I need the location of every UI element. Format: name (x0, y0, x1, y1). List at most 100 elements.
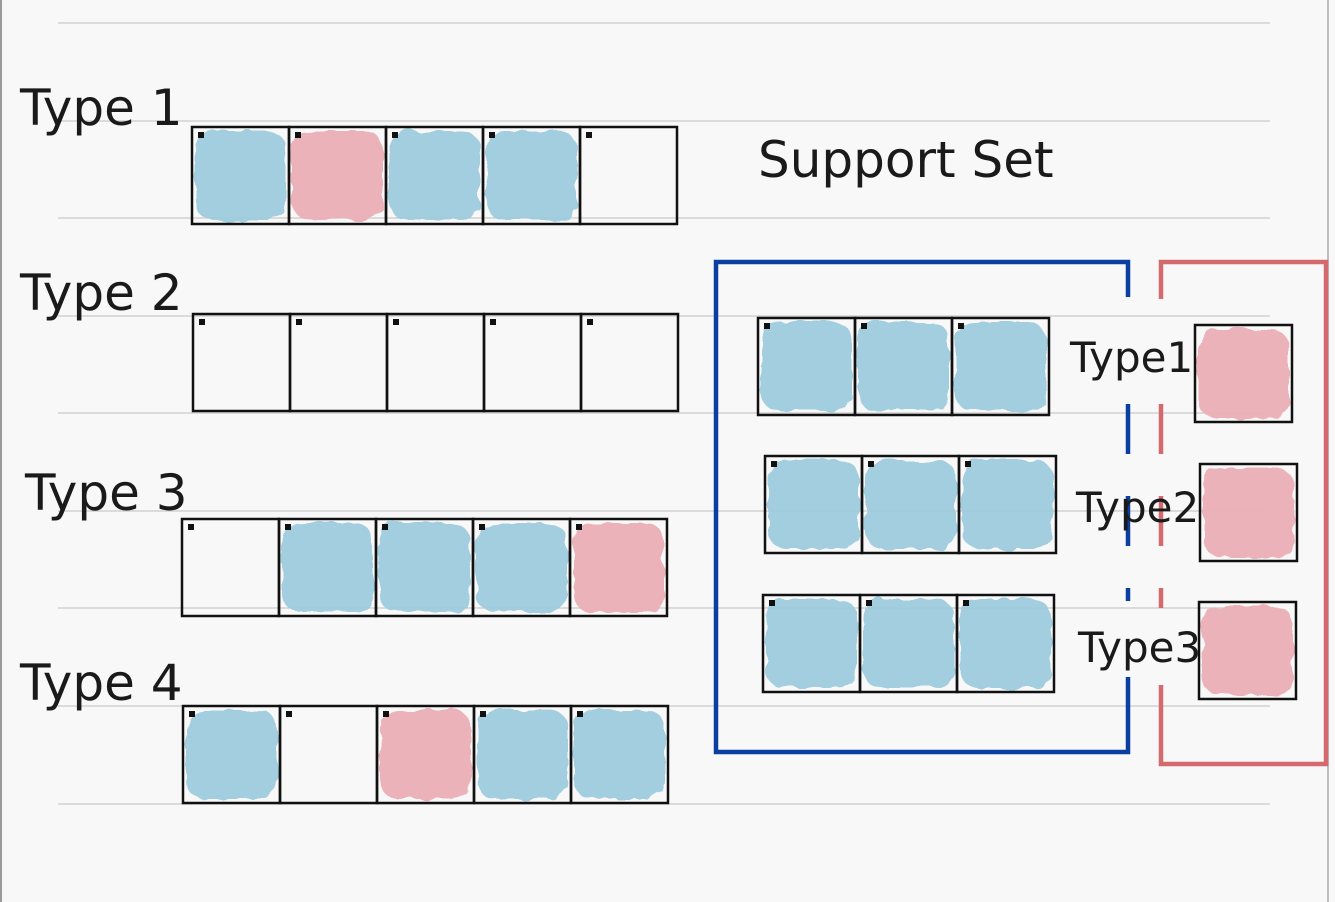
support-row: Type2 (763, 454, 1299, 563)
sequence-row: Type 1 (19, 79, 679, 226)
cell-border (191, 312, 292, 413)
cell-marker (295, 132, 301, 138)
cell-marker (480, 711, 486, 717)
sequence-cell (957, 454, 1058, 555)
red-scribble (380, 710, 471, 799)
sequence-cell (579, 312, 680, 413)
type-label: Type1 (1069, 333, 1193, 382)
sequence-cell (761, 593, 862, 694)
sequence-row: Type 4 (19, 654, 670, 805)
sequence-cell (756, 316, 857, 417)
cell-marker (188, 524, 194, 530)
red-scribble (573, 523, 664, 612)
blue-scribble (962, 460, 1053, 549)
blue-scribble (477, 710, 568, 799)
type-label: Type3 (1077, 623, 1201, 672)
sequence-cell (385, 312, 486, 413)
sequence-cell (384, 125, 485, 226)
sequence-cell (950, 316, 1051, 417)
cell-marker (285, 524, 291, 530)
cell-marker (577, 711, 583, 717)
cell-marker (861, 323, 867, 329)
blue-scribble (574, 710, 665, 799)
sequence-cell (375, 704, 476, 805)
sequence-cell (191, 312, 292, 413)
sequence-row: Type 3 (24, 464, 669, 618)
support-row: Type3 (761, 593, 1298, 701)
red-scribble (292, 131, 383, 220)
sequence-cell (481, 125, 582, 226)
sequence-cell (471, 517, 572, 618)
query-cell (1193, 323, 1294, 424)
cell-border (568, 517, 669, 618)
cell-marker (296, 319, 302, 325)
red-scribble (1202, 606, 1293, 695)
sequence-cell (181, 704, 282, 805)
cell-marker (393, 319, 399, 325)
cell-marker (586, 132, 592, 138)
sequence-cell (578, 125, 679, 226)
blue-scribble (389, 131, 480, 220)
sequence-cell (763, 454, 864, 555)
blue-scribble (195, 131, 286, 220)
sequence-rows: Type 1 Type 2 Type 3 Type 4 (19, 79, 680, 805)
type-label: Type2 (1075, 483, 1199, 532)
query-cell (1198, 462, 1299, 563)
cell-border (180, 517, 281, 618)
sequence-cell (180, 517, 281, 618)
sequence-cell (278, 704, 379, 805)
cell-marker (489, 132, 495, 138)
blue-scribble (476, 523, 567, 612)
blue-scribble (960, 599, 1051, 688)
blue-scribble (186, 710, 277, 799)
cell-border (569, 704, 670, 805)
cell-marker (958, 323, 964, 329)
cell-marker (764, 323, 770, 329)
cell-border (278, 704, 379, 805)
type-label: Type 1 (19, 79, 183, 137)
cell-border (288, 312, 389, 413)
cell-marker (868, 461, 874, 467)
cell-border (579, 312, 680, 413)
cell-border (578, 125, 679, 226)
cell-border (1198, 462, 1299, 563)
support-set-title: Support Set (758, 131, 1054, 189)
blue-scribble (766, 599, 857, 688)
cell-marker (286, 711, 292, 717)
blue-scribble (858, 322, 949, 411)
sequence-cell (569, 704, 670, 805)
cell-marker (479, 524, 485, 530)
red-scribble (1203, 468, 1294, 557)
sequence-cell (955, 593, 1056, 694)
blue-scribble (865, 460, 956, 549)
sequence-cell (568, 517, 669, 618)
sequence-cell (277, 517, 378, 618)
cell-marker (199, 319, 205, 325)
sequence-cell (858, 593, 959, 694)
query-cell (1197, 600, 1298, 701)
cell-marker (866, 600, 872, 606)
sequence-cell (472, 704, 573, 805)
sequence-cell (287, 125, 388, 226)
cell-marker (771, 461, 777, 467)
sequence-cell (288, 312, 389, 413)
sequence-cell (190, 125, 291, 226)
cell-marker (392, 132, 398, 138)
cell-marker (965, 461, 971, 467)
cell-border (950, 316, 1051, 417)
blue-scribble (863, 599, 954, 688)
cell-marker (189, 711, 195, 717)
cell-marker (490, 319, 496, 325)
blue-scribble (761, 322, 852, 411)
support-row: Type1 (756, 316, 1294, 424)
blue-scribble (379, 523, 470, 612)
sequence-cell (374, 517, 475, 618)
cell-marker (769, 600, 775, 606)
cell-border (957, 454, 1058, 555)
cell-marker (587, 319, 593, 325)
blue-scribble (955, 322, 1046, 411)
type-label: Type 4 (19, 654, 183, 712)
sequence-row: Type 2 (19, 264, 680, 413)
cell-marker (383, 711, 389, 717)
